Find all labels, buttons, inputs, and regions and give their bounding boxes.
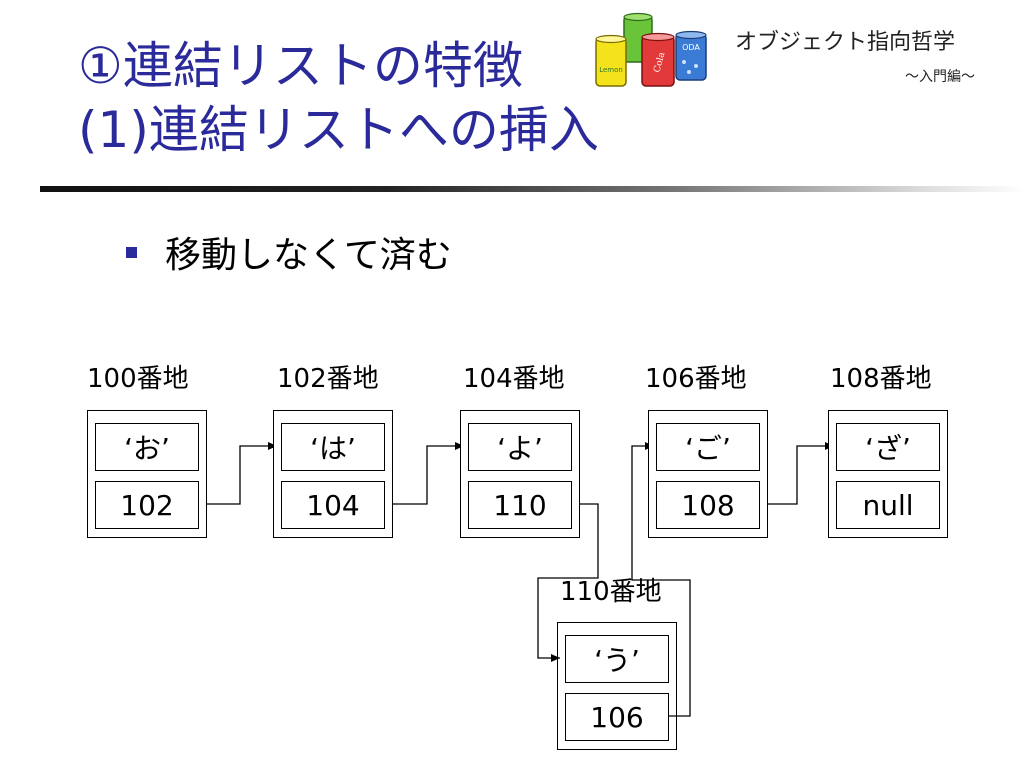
node-address: 104番地 [463, 364, 565, 394]
node-value: ‘は’ [281, 423, 385, 471]
node-value: ‘お’ [95, 423, 199, 471]
node-next-pointer: 104 [281, 481, 385, 529]
node-address: 106番地 [645, 364, 747, 394]
node-value: ‘ご’ [656, 423, 760, 471]
slide-title: ①連結リストの特徴 (1)連結リストへの挿入 [78, 34, 599, 162]
can-label-soda: ODA [682, 43, 700, 52]
node-value: ‘う’ [565, 635, 669, 683]
list-node: ‘は’ 104 [273, 410, 393, 538]
list-node: ‘ご’ 108 [648, 410, 768, 538]
title-line-1: ①連結リストの特徴 [78, 37, 523, 95]
list-node: ‘ざ’ null [828, 410, 948, 538]
node-address: 110番地 [560, 577, 662, 607]
node-next-pointer: 110 [468, 481, 572, 529]
link-102-to-104 [388, 442, 464, 505]
title-underline [40, 186, 1024, 192]
node-next-pointer: null [836, 481, 940, 529]
brand-subtitle: ～入門編～ [905, 69, 975, 85]
node-address: 102番地 [277, 364, 379, 394]
link-110-to-106 [631, 442, 691, 717]
title-line-2: (1)連結リストへの挿入 [78, 101, 599, 159]
list-node: ‘よ’ 110 [460, 410, 580, 538]
node-next-pointer: 108 [656, 481, 760, 529]
bullet-text: 移動しなくて済む [165, 235, 452, 276]
list-node: ‘お’ 102 [87, 410, 207, 538]
can-label-lemon: Lemon [599, 66, 623, 74]
node-address: 108番地 [830, 364, 932, 394]
bullet-marker [126, 247, 137, 258]
node-value: ‘ざ’ [836, 423, 940, 471]
node-next-pointer: 102 [95, 481, 199, 529]
node-next-pointer: 106 [565, 693, 669, 741]
brand-title: オブジェクト指向哲学 [735, 30, 956, 55]
link-104-to-110 [537, 503, 599, 662]
node-value: ‘よ’ [468, 423, 572, 471]
inserted-list-node: ‘う’ 106 [557, 622, 677, 750]
node-address: 100番地 [87, 364, 189, 394]
link-106-to-108 [763, 442, 834, 505]
link-100-to-102 [201, 442, 277, 505]
cans-logo: ODA Lemon Cola [595, 12, 707, 87]
